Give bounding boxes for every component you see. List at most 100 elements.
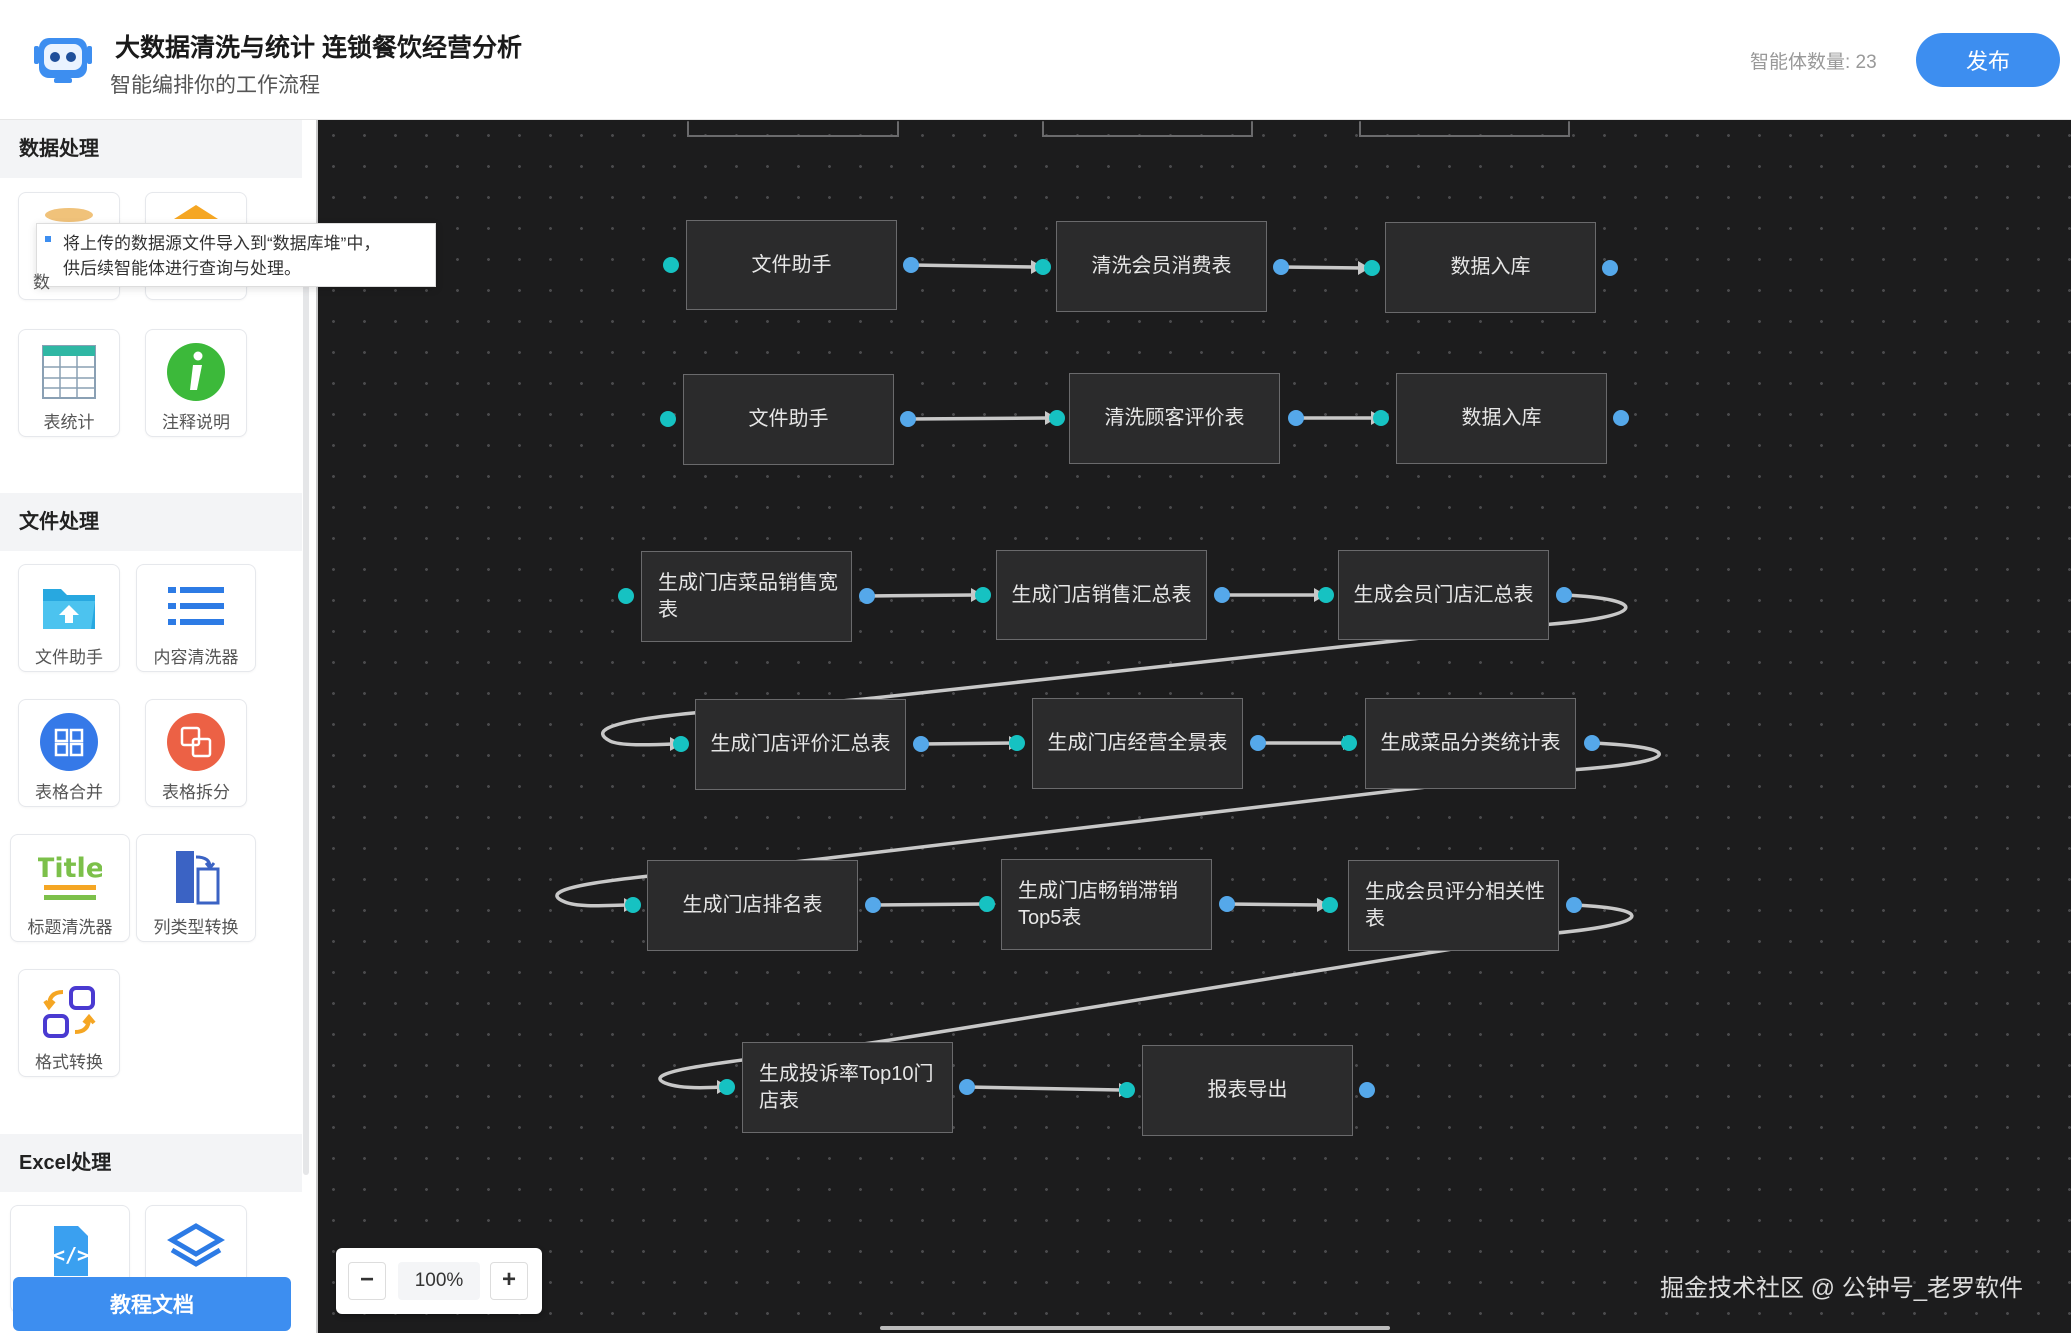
- node-output-port[interactable]: [1602, 260, 1618, 276]
- node-output-port[interactable]: [1584, 735, 1600, 751]
- node-file-assistant-1[interactable]: 文件助手: [686, 220, 897, 310]
- node-input-port[interactable]: [1318, 587, 1334, 603]
- split-icon: [167, 713, 225, 771]
- stack-icon: [174, 205, 218, 219]
- publish-button[interactable]: 发布: [1916, 33, 2060, 87]
- app-header: 大数据清洗与统计 连锁餐饮经营分析 智能编排你的工作流程 智能体数量: 23 发…: [0, 0, 2071, 120]
- canvas-scrollbar[interactable]: [880, 1326, 1390, 1330]
- merge-icon: [40, 713, 98, 771]
- canvas-divider[interactable]: [316, 120, 318, 1333]
- tool-card-table-split[interactable]: 表格拆分: [145, 699, 247, 807]
- node-output-port[interactable]: [1359, 1082, 1375, 1098]
- node-output-port[interactable]: [1219, 896, 1235, 912]
- node-member-store-summary[interactable]: 生成会员门店汇总表: [1338, 550, 1549, 640]
- node-output-port[interactable]: [1250, 735, 1266, 751]
- node-input-port[interactable]: [1322, 897, 1338, 913]
- node-output-port[interactable]: [900, 411, 916, 427]
- node-dish-category-stats[interactable]: 生成菜品分类统计表: [1365, 698, 1576, 789]
- node-member-rating-correlation[interactable]: 生成会员评分相关性表: [1348, 860, 1559, 951]
- tooltip-line-2: 供后续智能体进行查询与处理。: [63, 259, 301, 278]
- tool-label: 表统计: [43, 413, 95, 432]
- node-output-port[interactable]: [959, 1079, 975, 1095]
- sidebar-scrollbar[interactable]: [303, 245, 309, 1175]
- app-title: 大数据清洗与统计 连锁餐饮经营分析: [115, 34, 522, 62]
- node-clean-customer-review[interactable]: 清洗顾客评价表: [1069, 373, 1280, 464]
- code-file-icon: </>: [53, 1226, 89, 1276]
- tool-card-file-assistant[interactable]: 文件助手: [18, 564, 120, 672]
- node-store-operation-overview[interactable]: 生成门店经营全景表: [1032, 698, 1243, 789]
- node-clean-member-consumption[interactable]: 清洗会员消费表: [1056, 221, 1267, 312]
- node-input-port[interactable]: [660, 411, 676, 427]
- title-icon: Title: [38, 853, 102, 900]
- table-grid-icon: [42, 345, 96, 399]
- node-output-port[interactable]: [859, 588, 875, 604]
- node-store-sales-summary[interactable]: 生成门店销售汇总表: [996, 550, 1207, 640]
- node-data-storage-2[interactable]: 数据入库: [1396, 373, 1607, 464]
- tool-label: 注释说明: [162, 413, 230, 432]
- node-input-port[interactable]: [618, 588, 634, 604]
- node-output-port[interactable]: [1566, 897, 1582, 913]
- node-file-assistant-2[interactable]: 文件助手: [683, 374, 894, 465]
- node-store-top5-sellers[interactable]: 生成门店畅销滞销Top5表: [1001, 859, 1212, 950]
- folder-upload-icon: [43, 589, 95, 629]
- node-data-storage-1[interactable]: 数据入库: [1385, 222, 1596, 313]
- section-header-data-processing: 数据处理: [0, 120, 302, 178]
- node-input-port[interactable]: [673, 736, 689, 752]
- node-output-port[interactable]: [1273, 259, 1289, 275]
- node-report-export[interactable]: 报表导出: [1142, 1045, 1353, 1136]
- section-header-excel-processing: Excel处理: [0, 1134, 302, 1192]
- zoom-level: 100%: [398, 1262, 480, 1300]
- list-icon: [168, 587, 224, 625]
- node-output-port[interactable]: [865, 897, 881, 913]
- node-input-port[interactable]: [1009, 735, 1025, 751]
- tutorial-docs-button[interactable]: 教程文档: [13, 1277, 291, 1331]
- zoom-in-button[interactable]: +: [490, 1262, 528, 1300]
- tool-label: 内容清洗器: [153, 648, 239, 667]
- database-icon: [45, 208, 93, 222]
- node-input-port[interactable]: [975, 587, 991, 603]
- node-input-port[interactable]: [625, 897, 641, 913]
- node-store-review-summary[interactable]: 生成门店评价汇总表: [695, 699, 906, 790]
- robot-logo-icon: [34, 38, 92, 83]
- node-input-port[interactable]: [719, 1079, 735, 1095]
- tool-label: 表格合并: [35, 783, 103, 802]
- tool-card-annotation[interactable]: 注释说明: [145, 329, 247, 437]
- node-input-port[interactable]: [1364, 260, 1380, 276]
- tool-label: 标题清洗器: [27, 918, 113, 937]
- node-output-port[interactable]: [1288, 410, 1304, 426]
- node-output-port[interactable]: [913, 736, 929, 752]
- tooltip-line-1: 将上传的数据源文件导入到“数据库堆”中，: [63, 234, 381, 253]
- tool-card-format-convert[interactable]: 格式转换: [18, 969, 120, 1077]
- tool-label: 列类型转换: [153, 918, 239, 937]
- tool-card-title-cleaner[interactable]: Title 标题清洗器: [10, 834, 130, 942]
- node-input-port[interactable]: [1341, 735, 1357, 751]
- node-store-dish-sales-wide[interactable]: 生成门店菜品销售宽表: [641, 551, 852, 642]
- svg-text:Title: Title: [38, 853, 102, 884]
- node-store-ranking[interactable]: 生成门店排名表: [647, 860, 858, 951]
- tool-card-table-merge[interactable]: 表格合并: [18, 699, 120, 807]
- tool-card-content-cleaner[interactable]: 内容清洗器: [136, 564, 256, 672]
- node-input-port[interactable]: [1035, 259, 1051, 275]
- layers-icon: [167, 1223, 225, 1267]
- node-input-port[interactable]: [663, 257, 679, 273]
- node-input-port[interactable]: [979, 896, 995, 912]
- tool-tooltip: 将上传的数据源文件导入到“数据库堆”中， 供后续智能体进行查询与处理。: [36, 223, 436, 287]
- node-output-port[interactable]: [1613, 410, 1629, 426]
- node-input-port[interactable]: [1119, 1082, 1135, 1098]
- tooltip-bullet: [45, 236, 51, 242]
- node-output-port[interactable]: [1214, 587, 1230, 603]
- zoom-out-button[interactable]: −: [348, 1262, 386, 1300]
- node-complaint-top10-stores[interactable]: 生成投诉率Top10门店表: [742, 1042, 953, 1133]
- tool-card-column-type-convert[interactable]: 列类型转换: [136, 834, 256, 942]
- node-output-port[interactable]: [1556, 587, 1572, 603]
- app-subtitle: 智能编排你的工作流程: [110, 74, 320, 97]
- node-input-port[interactable]: [1049, 410, 1065, 426]
- svg-text:</>: </>: [53, 1243, 89, 1267]
- agent-count: 智能体数量: 23: [1750, 52, 1877, 73]
- node-output-port[interactable]: [903, 257, 919, 273]
- tool-card-table-stats[interactable]: 表统计: [18, 329, 120, 437]
- zoom-controls: − 100% +: [336, 1248, 542, 1314]
- node-input-port[interactable]: [1373, 410, 1389, 426]
- tool-label-partial: 数: [33, 273, 50, 292]
- info-icon: [167, 343, 225, 401]
